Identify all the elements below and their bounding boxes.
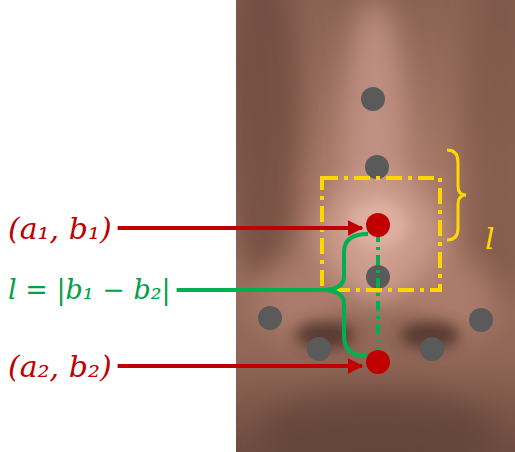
distance-bracket xyxy=(322,234,368,356)
landmark-point xyxy=(366,213,390,237)
size-label: l xyxy=(485,222,495,255)
pointer-arrow xyxy=(118,226,362,230)
distance-label: l = |b₁ − b₂| xyxy=(8,275,171,305)
point-label: (a₁, b₁) xyxy=(8,212,112,245)
point-label: (a₂, b₂) xyxy=(8,350,112,383)
landmark-dots xyxy=(258,87,493,361)
leader-line xyxy=(177,288,322,292)
size-bracket xyxy=(447,150,466,240)
distance-line xyxy=(376,232,380,356)
window-box xyxy=(322,178,440,290)
landmark-point xyxy=(366,350,390,374)
pointer-arrow xyxy=(118,364,362,368)
